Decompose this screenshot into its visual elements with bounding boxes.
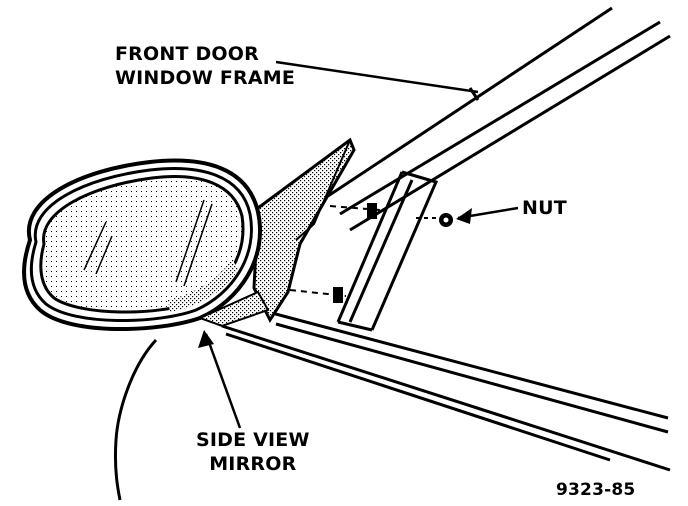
door-belt-rails [221,310,671,472]
frame-label-line2: WINDOW FRAME [115,67,296,89]
window-frame [327,6,671,232]
mirror-label-line2: MIRROR [209,453,297,475]
door-panel-curve [114,338,158,501]
side-view-mirror [22,158,270,331]
side-view-mirror-label: SIDE VIEW MIRROR [196,428,310,476]
frame-label-line1: FRONT DOOR [115,43,259,65]
arrowheads [198,208,472,348]
nut-icon [439,213,453,227]
window-corner-frame [336,170,439,332]
mirror-label-line1: SIDE VIEW [196,429,310,451]
nut-label: NUT [522,197,567,219]
figure-number: 9323-85 [556,480,636,500]
mounting-studs [289,203,436,303]
front-door-window-frame-label: FRONT DOOR WINDOW FRAME [115,42,295,90]
